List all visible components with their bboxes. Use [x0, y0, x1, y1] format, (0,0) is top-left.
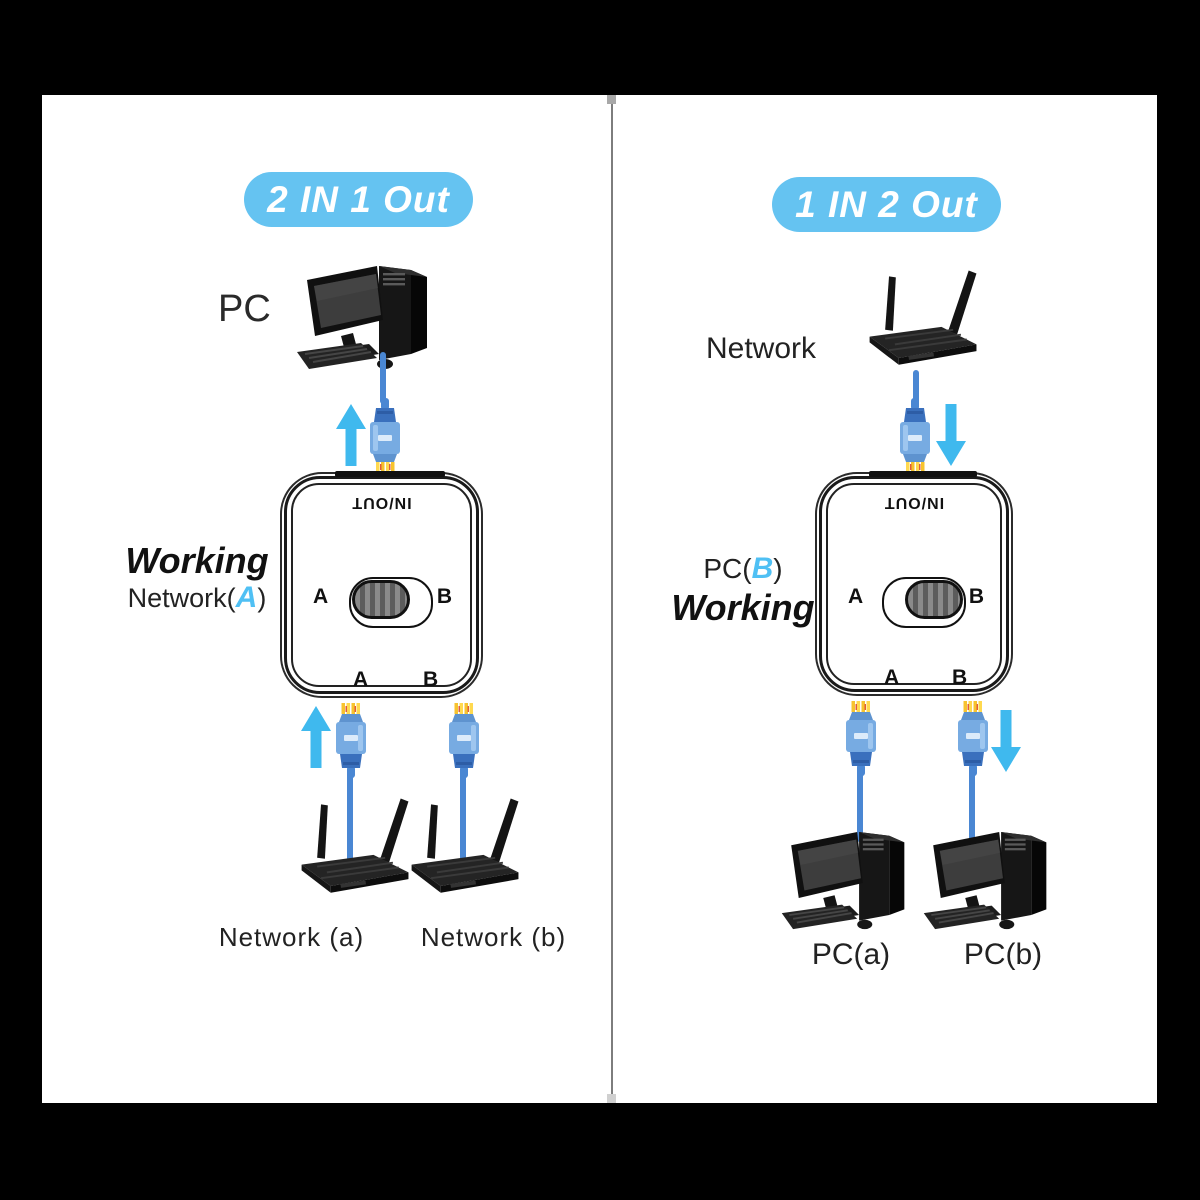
divider-cap-bottom	[607, 1094, 616, 1103]
top-port-slot	[335, 471, 445, 477]
channel-highlight: B	[751, 552, 774, 585]
rj45-plug-icon	[363, 398, 407, 474]
panel-divider	[611, 95, 613, 1103]
ethernet-cable	[460, 772, 466, 867]
side-label-a: A	[848, 585, 864, 608]
rj45-plug-icon	[839, 700, 883, 776]
bottom-label-b: B	[423, 668, 439, 691]
router-a-icon	[288, 795, 424, 907]
network-switch-right: IN/OUT A B A B	[815, 471, 1013, 696]
pc-a-icon	[778, 820, 910, 944]
toggle-knob[interactable]	[905, 580, 963, 619]
network-label: Network	[706, 332, 817, 365]
divider-cap-top	[607, 95, 616, 104]
side-label-a: A	[313, 585, 329, 608]
working-text: Working	[671, 586, 815, 628]
pc-a-caption: PC(a)	[811, 938, 891, 971]
working-status-left: Working Network(A)	[108, 540, 286, 616]
side-label-b: B	[436, 585, 452, 608]
pc-b-caption: PC(b)	[963, 938, 1043, 971]
rj45-plug-icon	[951, 700, 995, 776]
working-channel: PC(B)	[668, 552, 818, 587]
ethernet-cable	[857, 770, 863, 842]
bottom-label-a: A	[884, 666, 900, 689]
router-b-icon	[398, 795, 534, 907]
channel-prefix: Network(	[127, 583, 236, 614]
working-text: Working	[125, 540, 269, 581]
ethernet-cable	[913, 370, 919, 404]
badge-1-in-2-out: 1 IN 2 Out	[772, 177, 1001, 232]
selector-toggle[interactable]	[349, 577, 433, 628]
network-switch-left: IN/OUT A B A B	[280, 471, 483, 698]
down-arrow-icon	[991, 710, 1021, 772]
bottom-label-a: A	[353, 668, 369, 691]
router-icon	[856, 266, 992, 380]
channel-suffix: )	[257, 583, 267, 614]
network-a-caption: Network (a)	[218, 922, 365, 952]
ethernet-cable	[347, 772, 353, 867]
ethernet-cable	[969, 770, 975, 842]
pc-label: PC	[218, 288, 271, 330]
up-arrow-icon	[301, 706, 331, 768]
channel-highlight: A	[235, 581, 258, 615]
side-label-b: B	[968, 585, 984, 608]
toggle-knob[interactable]	[352, 580, 410, 619]
down-arrow-icon	[936, 404, 966, 466]
network-b-caption: Network (b)	[420, 922, 567, 952]
channel-prefix: PC(	[703, 553, 752, 584]
ethernet-cable	[380, 352, 386, 404]
pc-b-icon	[920, 820, 1052, 944]
rj45-plug-icon	[893, 398, 937, 474]
working-status-right: PC(B) Working	[668, 552, 818, 628]
channel-suffix: )	[773, 553, 783, 584]
up-arrow-icon	[336, 404, 366, 466]
working-channel: Network(A)	[108, 581, 286, 616]
in-out-label: IN/OUT	[883, 494, 945, 511]
badge-2-in-1-out: 2 IN 1 Out	[244, 172, 473, 227]
in-out-label: IN/OUT	[351, 494, 412, 511]
bottom-label-b: B	[952, 666, 968, 689]
rj45-plug-icon	[442, 702, 486, 778]
desktop-pc-icon	[293, 258, 433, 380]
top-port-slot	[869, 471, 977, 477]
rj45-plug-icon	[329, 702, 373, 778]
selector-toggle[interactable]	[882, 577, 966, 628]
